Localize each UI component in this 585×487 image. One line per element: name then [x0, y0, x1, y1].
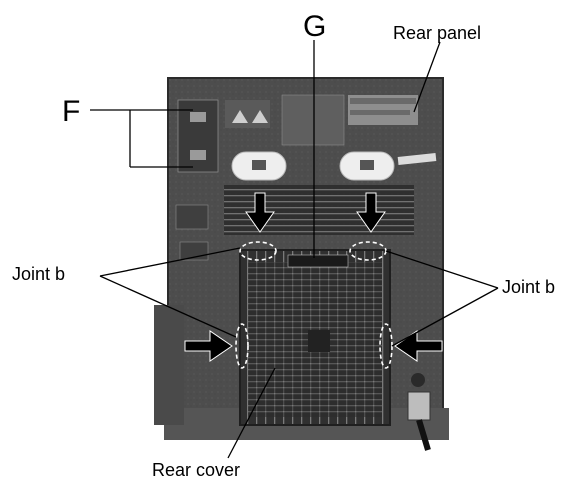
arrow-down-right	[356, 192, 386, 233]
label-g: G	[303, 10, 326, 43]
joint-b-mid-left	[235, 323, 249, 369]
leader-lines	[90, 40, 499, 459]
arrow-down-left	[245, 192, 275, 233]
left-connector	[175, 204, 209, 230]
arrow-right-left	[184, 330, 233, 362]
joint-b-top-left	[239, 241, 277, 261]
connector-g	[287, 254, 349, 268]
label-joint-b-left: Joint b	[12, 264, 65, 284]
label-rear-panel: Rear panel	[393, 23, 481, 43]
label-f: F	[62, 95, 80, 128]
rear-cover	[239, 249, 391, 426]
power-cable	[407, 373, 431, 451]
label-joint-b-right: Joint b	[502, 277, 555, 297]
top-brackets	[231, 151, 395, 181]
upper-vents	[224, 185, 414, 235]
label-rear-cover: Rear cover	[152, 460, 240, 480]
panel-details	[177, 94, 437, 173]
